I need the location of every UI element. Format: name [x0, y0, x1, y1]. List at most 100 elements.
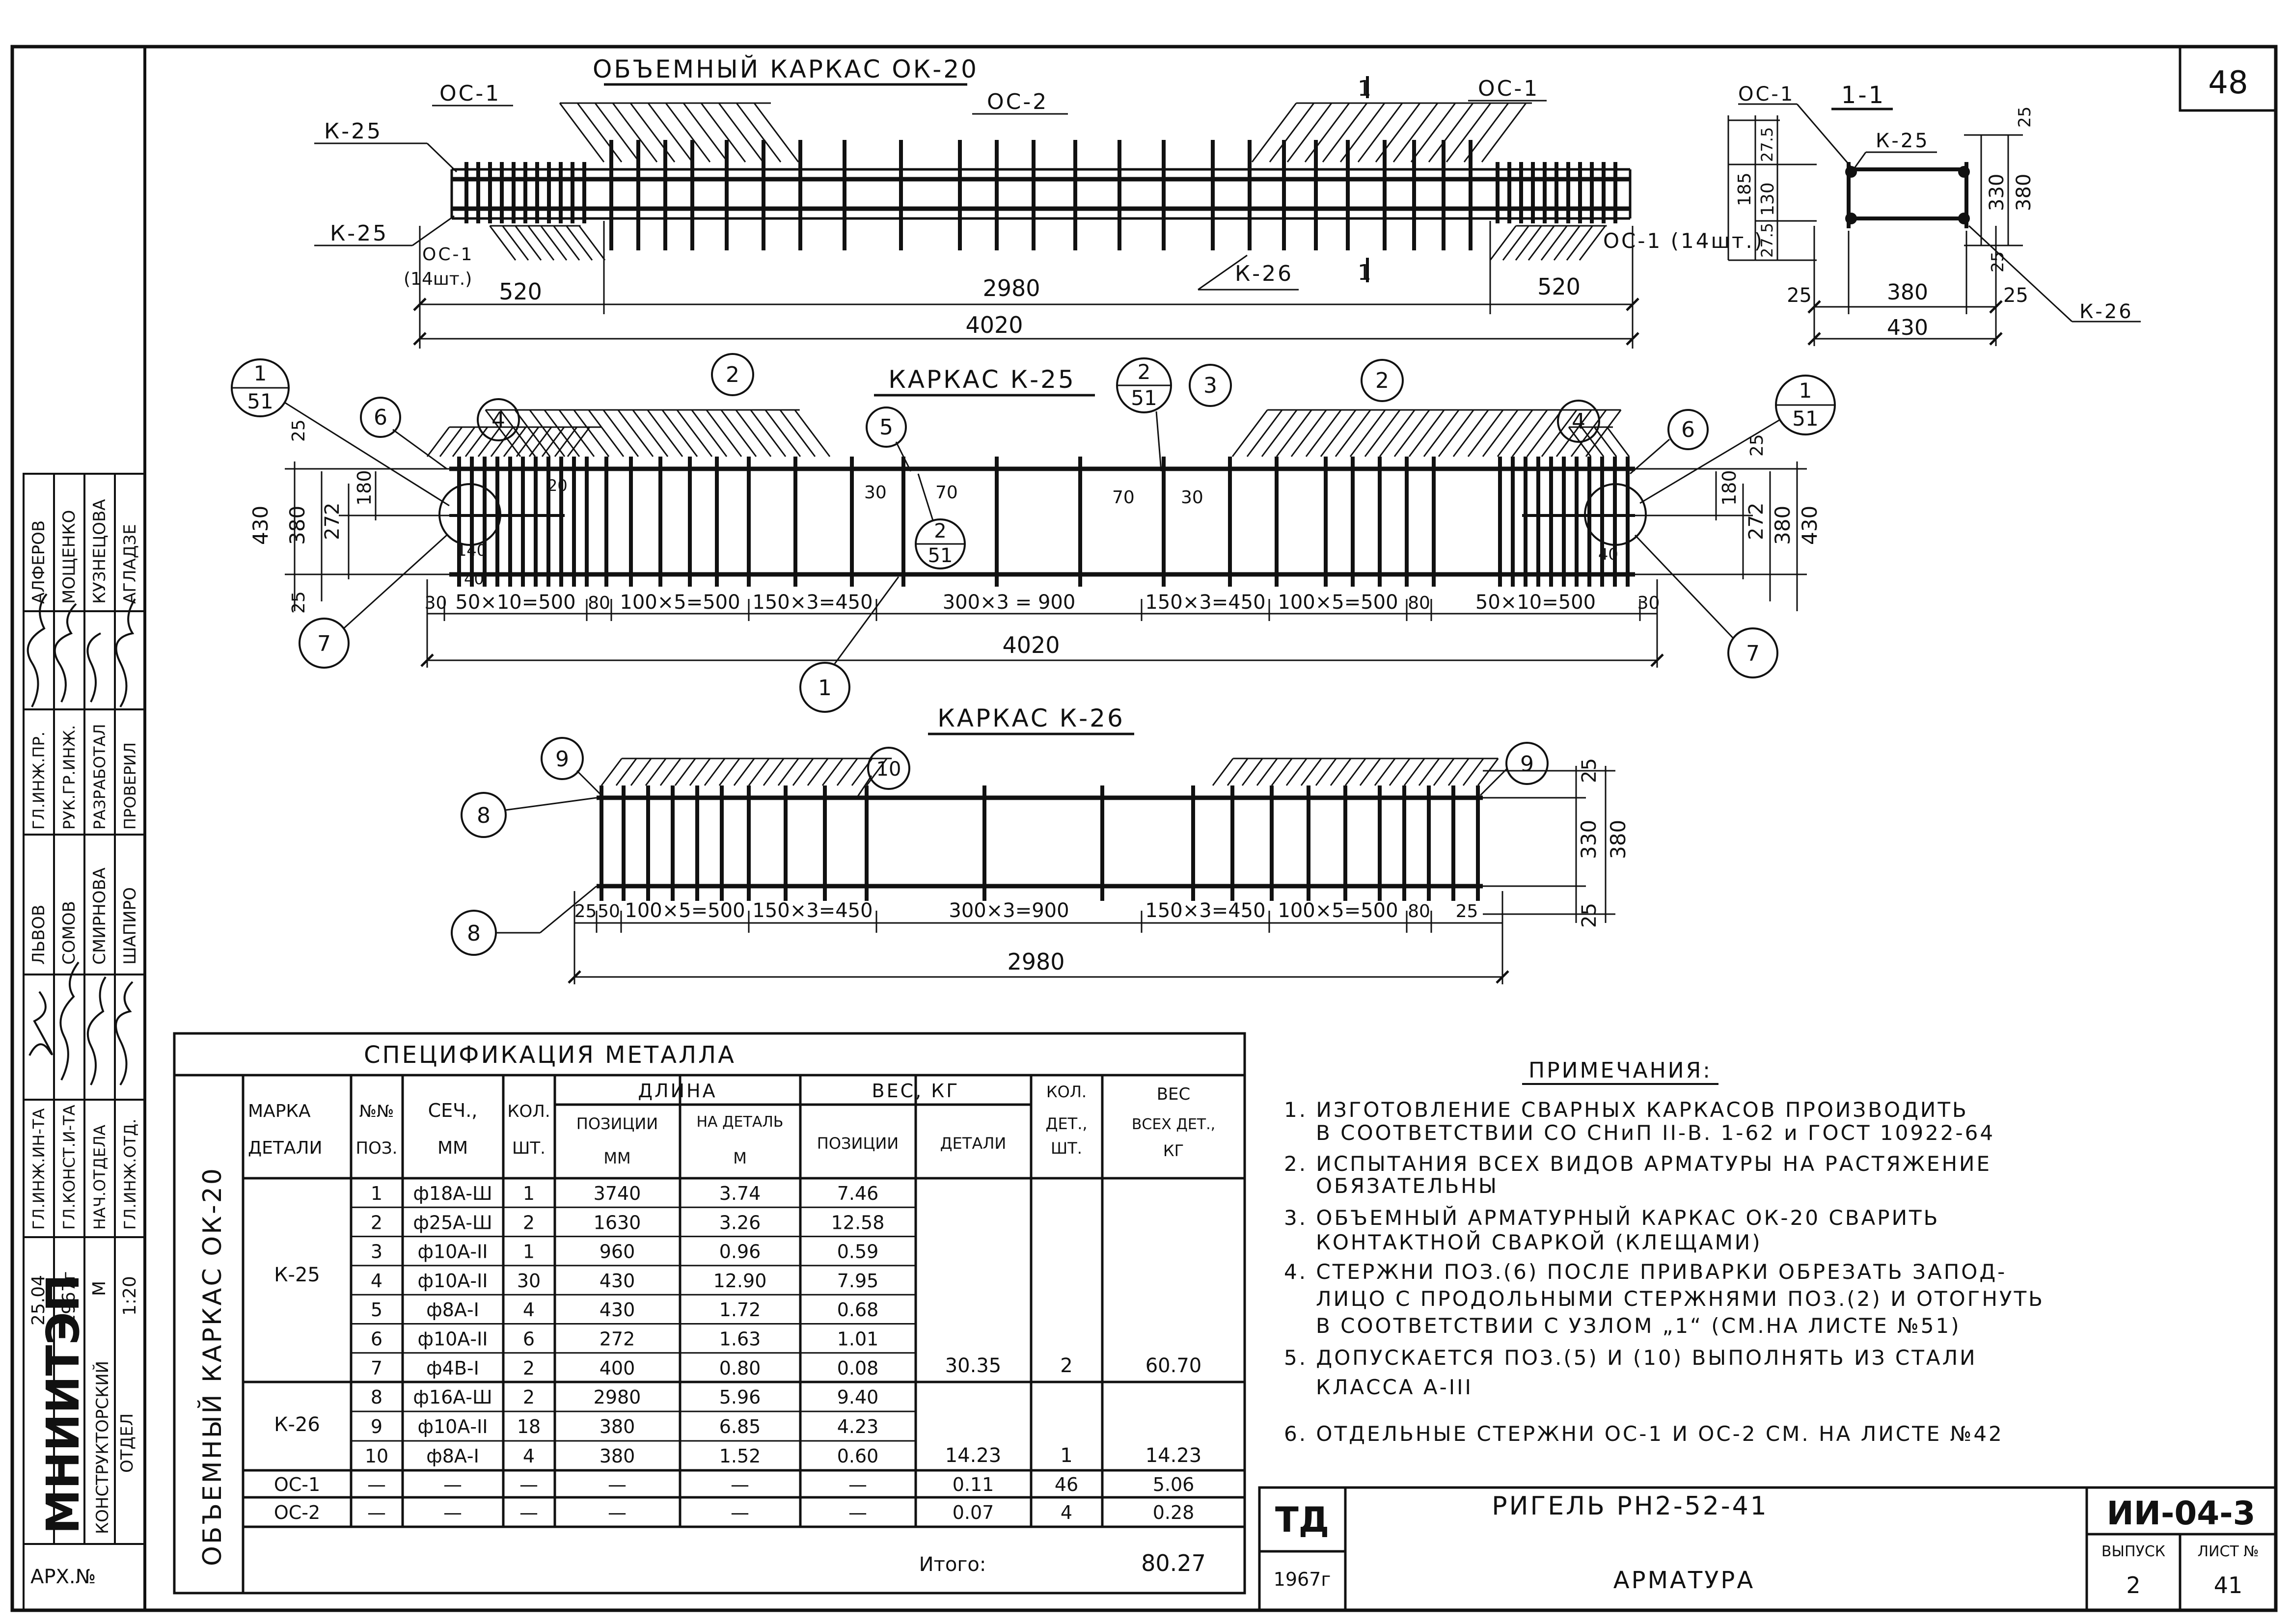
k25-callout-2-51b-num: 2: [934, 520, 946, 542]
spec-k26-mark: К-26: [274, 1413, 320, 1436]
k25-callout-3: 3: [1203, 373, 1217, 398]
k25-hatch-left-22: [794, 409, 831, 457]
title-block: ТД 1967г РИГЕЛЬ РН2-52-41 АРМАТУРА ИИ-04…: [1258, 1486, 2277, 1612]
k26-callout-8-top: 8: [477, 803, 491, 828]
k25-hatch-left-11: [632, 409, 669, 457]
ok20-hatch-right-14: [1481, 103, 1527, 162]
ok20-hatch-low-right-3: [1515, 225, 1542, 261]
k25-hatch-left-end-8: [516, 427, 540, 457]
ok20-hatch-right-11: [1428, 103, 1474, 162]
ok20-hatch-low-left-3: [515, 225, 542, 261]
k25-hatch-right-17: [1467, 409, 1504, 457]
role-nach-otdela: НАЧ.ОТДЕЛА: [90, 1125, 109, 1230]
k25-hatch-left-6: [558, 409, 595, 457]
k25-small-140: 140: [457, 541, 487, 560]
k25-callout-7-right: 7: [1746, 641, 1760, 666]
spec-k26-cell: 9.40: [837, 1386, 879, 1408]
ok20-hatch-low-left-5: [540, 225, 568, 261]
k26-hatch-right-10: [1344, 758, 1366, 786]
k26-hatch-right-13: [1389, 758, 1411, 786]
k26-hatch-left-14: [792, 758, 814, 786]
spec-k25-cell: 0.59: [837, 1241, 879, 1263]
k25-callout-5: 5: [879, 415, 893, 440]
title-td: ТД: [1275, 1500, 1329, 1540]
spec-oc-cell: —: [731, 1502, 749, 1523]
k25-hatch-left-8: [588, 409, 625, 457]
spec-h-weight: ВЕС, КГ: [872, 1080, 960, 1102]
k25-hatch-left-end-2: [439, 427, 463, 457]
ok20-hatch-right-7: [1357, 103, 1403, 162]
spec-k25-cell: 6: [371, 1328, 382, 1350]
spec-k25-cell: 960: [600, 1241, 635, 1263]
spec-k25-cell: 430: [600, 1299, 635, 1321]
k26-dim-5: 300×3=900: [949, 899, 1069, 922]
spec-oc-cell: —: [443, 1502, 462, 1523]
ok20-hatch-low-left-1: [489, 225, 517, 261]
section-dim-25d: 25: [2003, 284, 2028, 307]
k26-dim-ticks: [573, 911, 1503, 933]
archive-number: АРХ.№: [30, 1566, 96, 1588]
ok20-mid-stirrups: [609, 140, 1473, 250]
k25-small-30a: 30: [864, 483, 887, 503]
ok20-hatch-right-6: [1339, 103, 1386, 162]
k25-hatch-left-13: [661, 409, 698, 457]
k25-small-30b: 30: [1181, 487, 1203, 508]
spec-k25-cell: 0.96: [719, 1241, 761, 1263]
spec-side-label: ОБЪЕМНЫЙ КАРКАС ОК-20: [197, 1166, 227, 1566]
spec-k26-total-wall: 14.23: [1146, 1444, 1202, 1467]
k26-callout-10: 10: [876, 758, 901, 781]
spec-k25-total-wall: 60.70: [1146, 1354, 1202, 1377]
k26-hatch-left-17: [836, 758, 858, 786]
k25-dim-2: 50×10=500: [455, 591, 575, 614]
k25-hatch-right-12: [1393, 409, 1430, 457]
k25-hatch-right-20: [1511, 409, 1548, 457]
k26-hatch-right-8: [1315, 758, 1337, 786]
k25-hatch-right-22: [1541, 409, 1578, 457]
spec-h-wdet: ДЕТАЛИ: [940, 1134, 1007, 1153]
k26-hatch-left-3: [630, 758, 652, 786]
ok20-hatch-right-8: [1375, 103, 1421, 162]
section-dim-185: 185: [1735, 172, 1755, 206]
k26-dim-7: 100×5=500: [1278, 899, 1398, 922]
k25-hatch-left-end-5: [477, 427, 501, 457]
k25-dim-1: 30: [425, 593, 447, 613]
k26-dim-8: 80: [1408, 901, 1430, 921]
spec-k25-cell: 272: [600, 1328, 635, 1350]
spec-h-mark2: ДЕТАЛИ: [248, 1138, 323, 1158]
k26-hatch-right-16: [1433, 758, 1455, 786]
name-agladze: АГЛАДЗЕ: [120, 524, 140, 604]
spec-k25-cell: 30: [517, 1270, 541, 1292]
spec-h-lendet2: М: [733, 1149, 747, 1167]
section-dim-380: 380: [2013, 174, 2035, 211]
spec-h-sec2: ММ: [437, 1138, 468, 1158]
ok20-hatch-right-1: [1251, 103, 1297, 162]
ok20-hatch-low-right-8: [1579, 225, 1606, 261]
k25-hatch-right-16: [1452, 409, 1489, 457]
k25-vdim-272-right: 272: [1745, 503, 1768, 540]
spec-k25-cell: 7: [371, 1357, 382, 1379]
k25-hatch-left-14: [676, 409, 713, 457]
k25-callout-2-51b-den: 51: [928, 544, 953, 567]
spec-h-kdet3: ШТ.: [1051, 1139, 1082, 1158]
spec-total-label: Итого:: [919, 1553, 986, 1576]
ok20-hatch-right-9: [1392, 103, 1439, 162]
notes-line-10: 5. ДОПУСКАЕТСЯ ПОЗ.(5) И (10) ВЫПОЛНЯТЬ …: [1284, 1346, 1977, 1370]
k25-vdim-430-right: 430: [1798, 506, 1822, 545]
notes-line-1: 1. ИЗГОТОВЛЕНИЕ СВАРНЫХ КАРКАСОВ ПРОИЗВО…: [1284, 1098, 1968, 1122]
ok20-dim-middle: 2980: [982, 275, 1040, 301]
notes: ПРИМЕЧАНИЯ: 1. ИЗГОТОВЛЕНИЕ СВАРНЫХ КАРК…: [1284, 1058, 2043, 1446]
spec-oc-cell: ОС-2: [274, 1502, 320, 1523]
spec-k25-cell: 4: [523, 1299, 535, 1321]
ok20-hatch-left-7: [665, 103, 711, 162]
k25-callout-2-51-den: 51: [1131, 386, 1157, 410]
ok20-hatch-left-6: [647, 103, 693, 162]
k26-dim-2: 50: [598, 901, 620, 921]
k25-hatch-right-end-2: [1581, 427, 1605, 457]
notes-line-2: В СООТВЕТСТВИИ СО СНиП II-В. 1-62 и ГОСТ…: [1316, 1121, 1995, 1145]
spec-k25-cell: 2: [523, 1212, 535, 1233]
name-alferov: АЛФЕРОВ: [29, 520, 49, 604]
name-moshchenko: МОЩЕНКО: [59, 510, 79, 604]
section-dim-380h: 380: [1887, 280, 1928, 305]
k25-hatch-left-4: [529, 409, 566, 457]
k26-dim-9: 25: [1456, 901, 1478, 921]
